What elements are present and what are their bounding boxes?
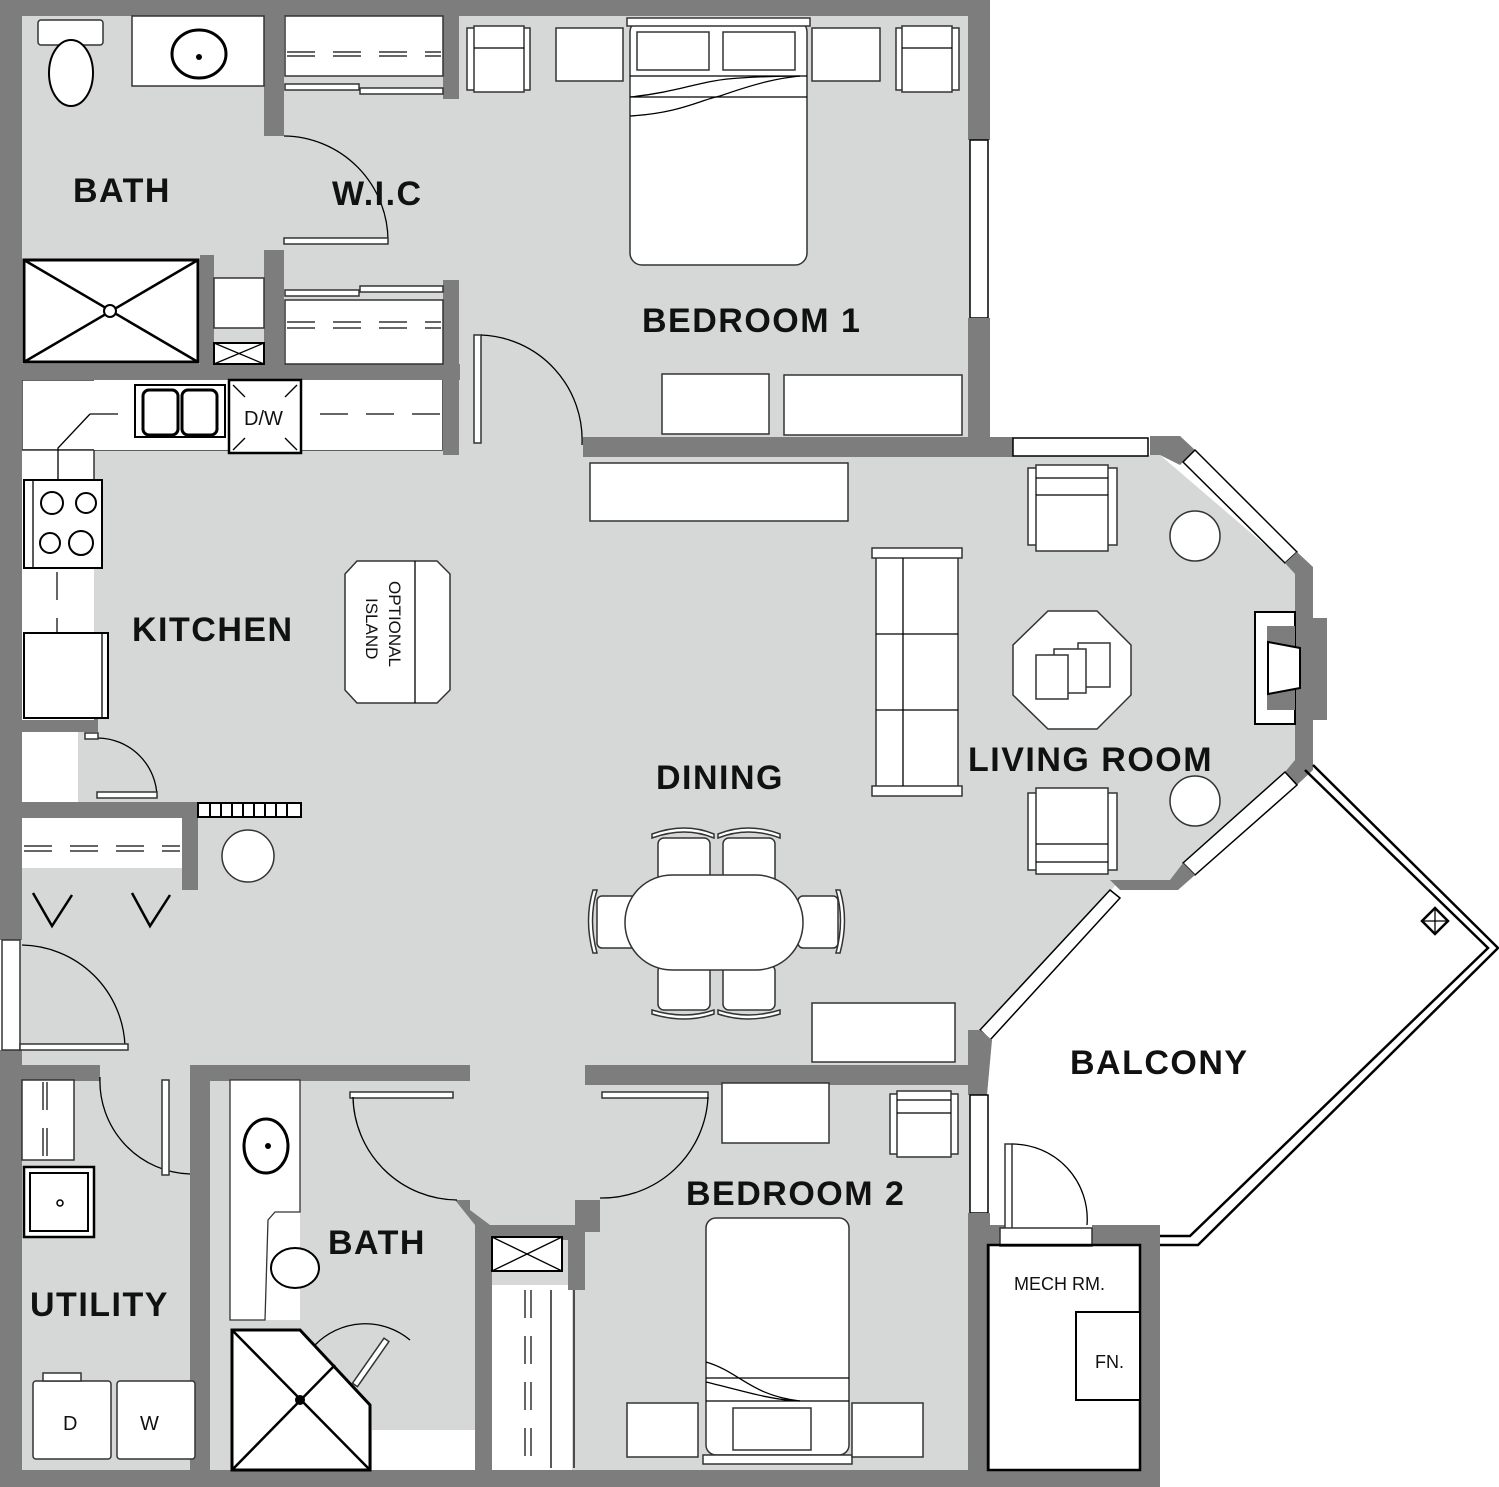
kitchen-fixtures: D/W	[22, 378, 442, 929]
room-label-bath2: BATH	[328, 1224, 426, 1262]
optional-island: OPTIONAL ISLAND	[344, 560, 451, 704]
room-label-wic: W.I.C	[332, 175, 423, 213]
room-label-mech: MECH RM.	[1014, 1274, 1105, 1294]
bedroom2-door-swing	[599, 1096, 709, 1199]
svg-text:FN.: FN.	[1095, 1352, 1124, 1372]
refrigerator	[23, 632, 109, 719]
living-furniture	[871, 464, 1221, 875]
room-label-dining: DINING	[656, 759, 784, 797]
wic-shelving	[284, 15, 444, 365]
mech-room: FN.	[986, 1243, 1142, 1472]
entry-door[interactable]	[1, 939, 129, 1051]
pantry-door-swing	[97, 737, 158, 798]
bedroom1-furniture	[466, 17, 963, 446]
dresser	[661, 373, 770, 435]
utility-door-swing	[99, 1076, 191, 1175]
side-table	[1169, 510, 1221, 562]
dresser	[783, 374, 963, 436]
master-bath-fixtures	[22, 15, 389, 365]
room-label-utility: UTILITY	[30, 1286, 169, 1324]
room-label-living: LIVING ROOM	[968, 741, 1213, 779]
bath2-fixtures	[229, 1079, 458, 1472]
room-label-bath-master: BATH	[73, 172, 171, 210]
washer	[116, 1380, 196, 1460]
buffet	[811, 1002, 956, 1063]
bedroom2-furniture	[599, 1082, 959, 1465]
svg-text:ISLAND: ISLAND	[362, 598, 381, 659]
room-label-bedroom1: BEDROOM 1	[642, 302, 861, 340]
desk	[721, 1082, 830, 1144]
room-label-bedroom2: BEDROOM 2	[686, 1175, 905, 1213]
sideboard	[589, 462, 849, 522]
balcony-door[interactable]	[999, 1143, 1093, 1247]
bath2-door-swing	[352, 1096, 458, 1201]
bedroom1-door-swing	[480, 334, 583, 446]
svg-text:D/W: D/W	[244, 408, 283, 430]
balcony-area	[990, 770, 1490, 1240]
toilet-bowl-icon	[48, 39, 94, 107]
side-table	[1169, 775, 1221, 827]
furnace	[1075, 1311, 1141, 1401]
toilet-bowl-icon	[270, 1247, 320, 1289]
room-label-kitchen: KITCHEN	[132, 611, 294, 649]
bath-door-swing	[283, 135, 389, 243]
balcony-light-icon	[1420, 906, 1450, 936]
dining-furniture	[587, 462, 956, 1063]
dining-table	[624, 874, 804, 971]
svg-text:OPTIONAL: OPTIONAL	[385, 581, 404, 667]
svg-text:W: W	[140, 1413, 159, 1435]
svg-text:D: D	[63, 1413, 77, 1435]
nightstand	[626, 1402, 699, 1458]
utility-fixtures: D W	[21, 1076, 196, 1460]
sofa	[875, 551, 959, 793]
hall-closet	[491, 1236, 575, 1468]
nightstand	[851, 1402, 924, 1458]
room-label-balcony: BALCONY	[1070, 1044, 1249, 1082]
